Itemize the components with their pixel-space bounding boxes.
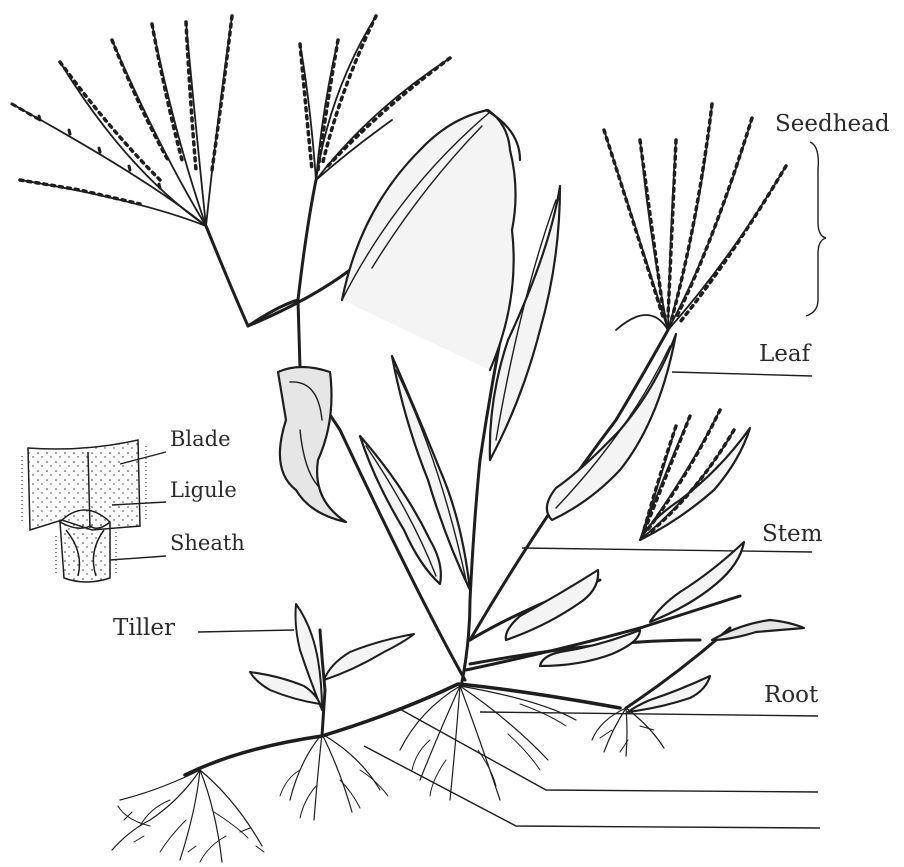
seedhead-left: [12, 16, 232, 226]
leaf-root-right: [628, 676, 710, 712]
leaf-leader: [672, 372, 812, 376]
leaf-arch: [342, 110, 516, 370]
runner-stolon: [185, 684, 620, 775]
leaf-lower-right-1: [506, 570, 598, 640]
stem-leader: [522, 548, 812, 552]
label-blade: Blade: [170, 429, 231, 450]
runner-leader-1: [398, 708, 818, 792]
blade-outline: [28, 440, 140, 530]
tiller-plant: [250, 604, 414, 710]
root-cluster-right: [592, 708, 664, 756]
root-cluster-left: [112, 770, 264, 862]
label-tiller: Tiller: [113, 617, 175, 640]
root-cluster-tiller: [280, 734, 388, 820]
label-sheath: Sheath: [170, 533, 245, 554]
sheath-leader: [110, 556, 166, 560]
root-cluster-main: [400, 686, 576, 800]
label-leaf: Leaf: [759, 343, 810, 366]
label-ligule: Ligule: [170, 480, 237, 501]
tiller-leader: [198, 630, 294, 632]
label-root: Root: [764, 684, 818, 707]
ligule-detail-inset: [22, 440, 146, 582]
leaf-lower-right-3: [540, 630, 640, 666]
label-stem: Stem: [762, 523, 822, 546]
seedhead-right: [604, 104, 786, 330]
plant-drawing: [12, 16, 804, 862]
root-leader: [480, 712, 818, 716]
seedhead-bracket: [806, 142, 826, 316]
label-seedhead: Seedhead: [775, 113, 890, 136]
